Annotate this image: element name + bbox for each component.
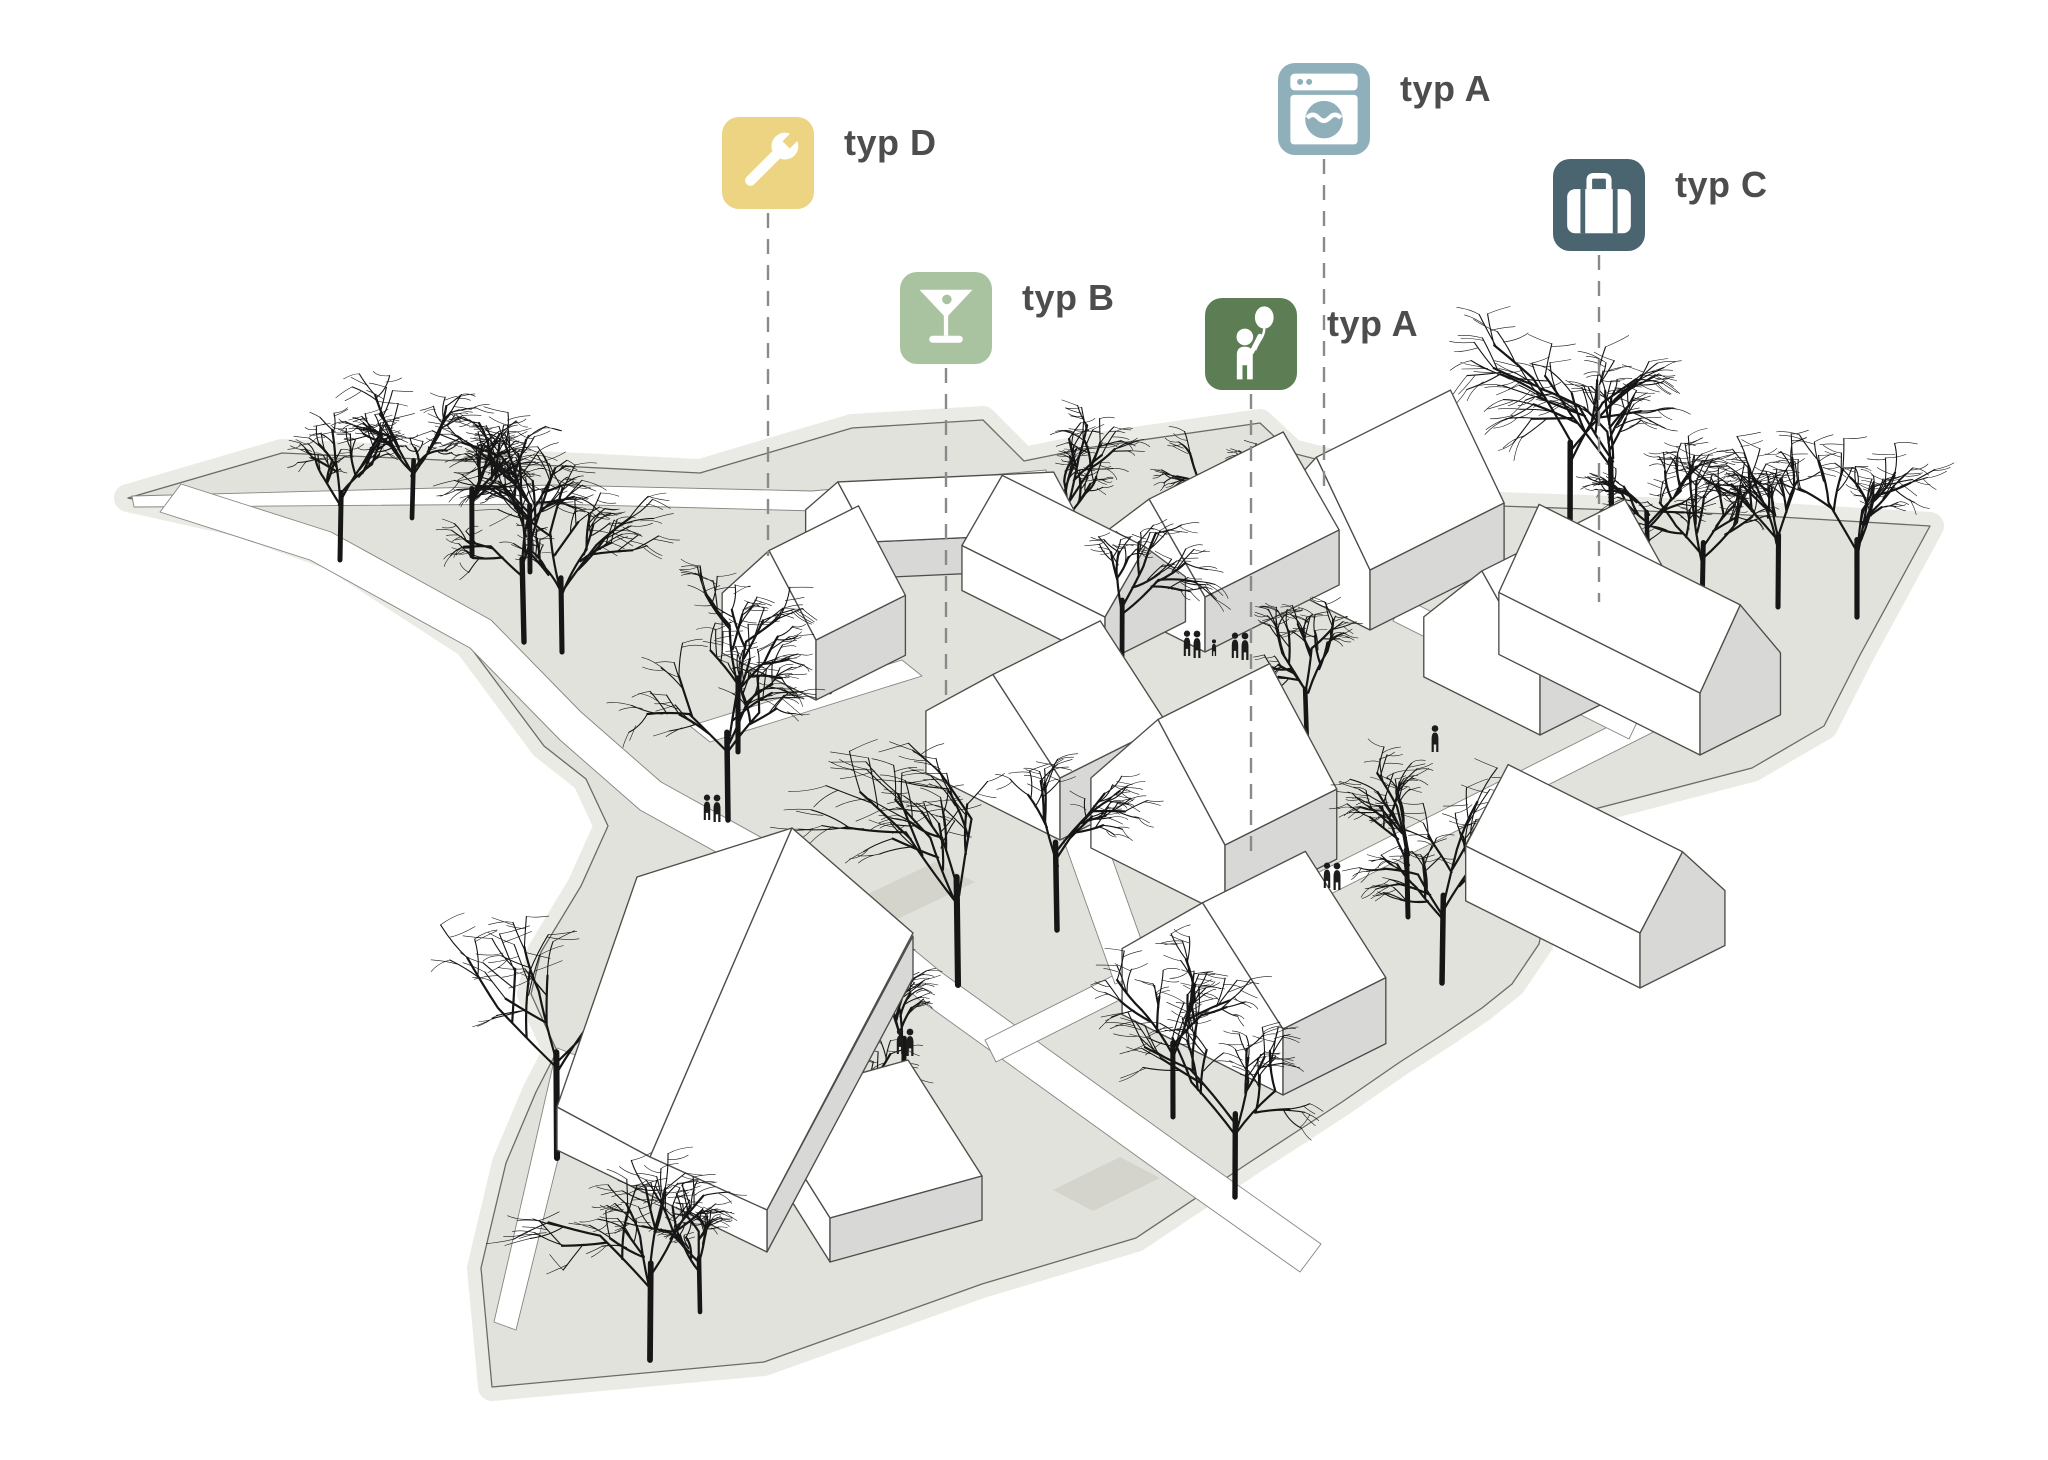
washing-machine-icon xyxy=(1278,63,1370,155)
garden-patch xyxy=(1053,1157,1160,1211)
legend-label: typ A xyxy=(1400,68,1492,109)
legend-item-typ-a-play: typ A xyxy=(1205,298,1418,390)
person-pair xyxy=(1323,862,1341,890)
legend-label: typ B xyxy=(1022,277,1115,318)
building-house-right-low xyxy=(1464,763,1726,989)
tree xyxy=(473,457,681,655)
legend-label: typ A xyxy=(1327,303,1419,344)
person-pair xyxy=(896,1028,914,1056)
tree xyxy=(1084,518,1231,666)
tree xyxy=(287,407,416,563)
tree xyxy=(432,406,611,645)
legend-item-typ-d: typ D xyxy=(722,117,937,209)
person-pair xyxy=(703,794,721,822)
child-balloon-icon xyxy=(1205,298,1297,390)
tree xyxy=(995,753,1164,933)
tree xyxy=(1100,986,1324,1200)
cocktail-icon xyxy=(900,272,992,364)
tree xyxy=(486,1146,747,1363)
legend-label: typ C xyxy=(1675,164,1768,205)
legend-item-typ-b: typ B xyxy=(900,272,1115,364)
person-single xyxy=(1431,725,1439,752)
legend-label: typ D xyxy=(844,122,937,163)
legend-item-typ-c: typ C xyxy=(1553,159,1768,251)
road xyxy=(159,483,1322,1273)
legend-item-typ-a-laundry: typ A xyxy=(1278,63,1491,155)
suitcase-icon xyxy=(1553,159,1645,251)
person-pair xyxy=(1231,632,1249,660)
tree xyxy=(770,739,1005,989)
building-house-bottom-center xyxy=(1121,850,1387,1096)
tree xyxy=(410,421,588,575)
building-barn-bottom-left xyxy=(556,827,914,1253)
person-pair xyxy=(1183,630,1201,658)
person-child xyxy=(1211,639,1217,656)
tree xyxy=(1328,738,1434,920)
tree xyxy=(606,618,826,823)
building-annex-center xyxy=(961,474,1187,663)
building-house-right-long xyxy=(1498,503,1782,756)
wrench-icon xyxy=(722,117,814,209)
tree xyxy=(1768,431,1955,620)
